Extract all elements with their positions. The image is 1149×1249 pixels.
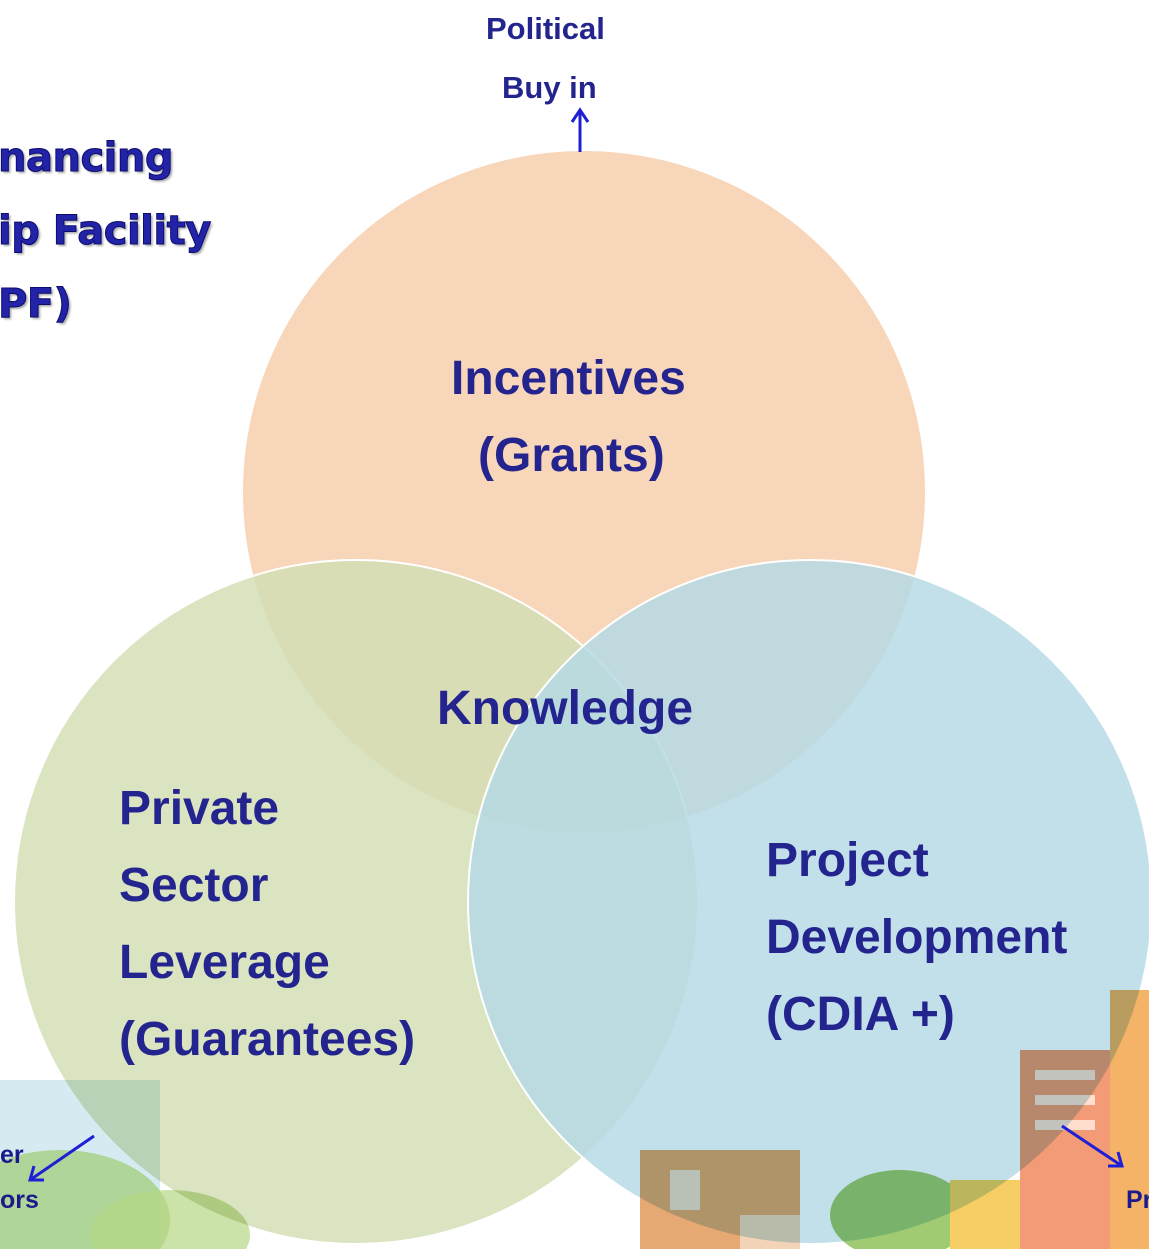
cdia-label: (CDIA +) [766, 988, 955, 1041]
buy-in-label: Buy in [502, 70, 597, 105]
arrow-bottom-left [29, 1134, 95, 1182]
development-label: Development [766, 911, 1068, 964]
circle-project-development [467, 559, 1149, 1245]
bottom-left-label-line2: ors [0, 1186, 39, 1214]
incentives-label: Incentives [451, 352, 686, 405]
sector-label: Sector [119, 859, 269, 912]
title-line-2: ip Facility [0, 208, 212, 255]
arrow-bottom-right [1061, 1124, 1123, 1168]
title-line-1: nancing [0, 135, 174, 182]
arrows [28, 107, 1124, 1182]
venn-circles [13, 149, 1149, 1245]
title-line-3: PF) [0, 281, 72, 328]
political-label: Political [486, 11, 605, 46]
knowledge-label: Knowledge [437, 682, 694, 735]
grants-label: (Grants) [478, 429, 665, 482]
leverage-label: Leverage [119, 936, 330, 989]
bottom-left-label-line1: er [0, 1141, 24, 1169]
private-label: Private [119, 782, 280, 835]
project-label: Project [766, 834, 929, 887]
guarantees-label: (Guarantees) [119, 1013, 416, 1066]
bottom-right-label: Pr [1126, 1186, 1149, 1214]
